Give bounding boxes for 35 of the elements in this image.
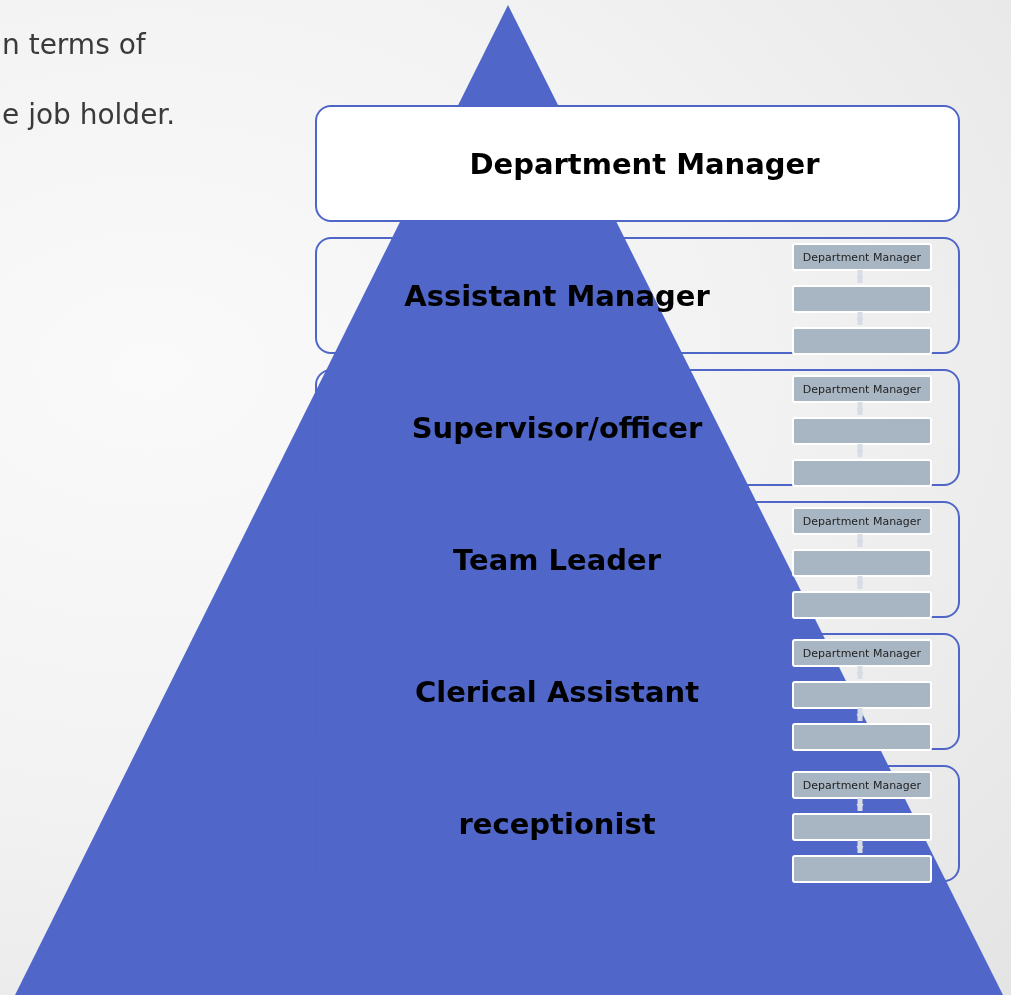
level-title: Department Manager — [469, 146, 820, 181]
level-box — [315, 369, 960, 486]
down-arrow — [856, 534, 864, 547]
empty-org-box — [792, 681, 932, 709]
down-arrow — [856, 312, 864, 325]
empty-org-box — [792, 723, 932, 751]
down-arrow — [856, 402, 864, 415]
empty-org-box — [792, 591, 932, 619]
down-arrow — [856, 666, 864, 679]
body-text: e job holder. — [2, 98, 176, 131]
org-chart-box: Department Manager — [792, 243, 932, 271]
org-chart-box: Department Manager — [792, 639, 932, 667]
body-text: n terms of — [2, 28, 146, 61]
org-chart-box: Department Manager — [792, 771, 932, 799]
empty-org-box — [792, 459, 932, 487]
empty-org-box — [792, 549, 932, 577]
empty-org-box — [792, 285, 932, 313]
down-arrow — [856, 840, 864, 853]
level-title: Clerical Assistant — [415, 674, 699, 709]
level-title: Team Leader — [453, 542, 661, 577]
down-arrow — [856, 798, 864, 811]
org-chart-box: Department Manager — [792, 507, 932, 535]
level-box — [315, 237, 960, 354]
down-arrow — [856, 444, 864, 457]
org-chart-box: Department Manager — [792, 375, 932, 403]
empty-org-box — [792, 327, 932, 355]
title-box — [315, 105, 960, 222]
down-arrow — [856, 270, 864, 283]
down-arrow — [856, 708, 864, 721]
down-arrow — [856, 576, 864, 589]
empty-org-box — [792, 855, 932, 883]
empty-org-box — [792, 417, 932, 445]
empty-org-box — [792, 813, 932, 841]
level-title: receptionist — [458, 806, 656, 841]
level-title: Supervisor/officer — [411, 410, 703, 445]
